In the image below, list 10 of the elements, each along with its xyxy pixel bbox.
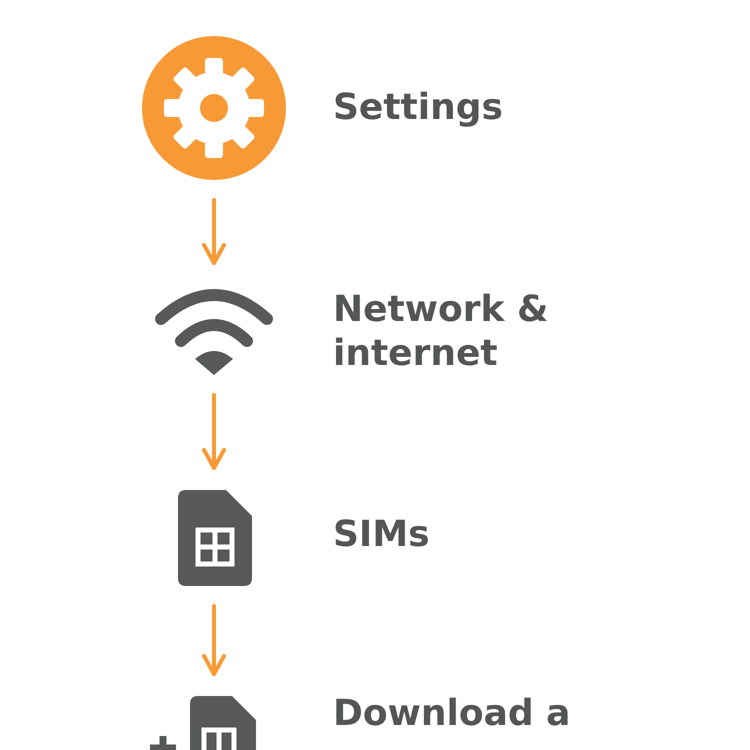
step-label: Settings <box>333 86 504 130</box>
gear-icon <box>142 36 286 180</box>
sim-card-icon <box>178 490 252 586</box>
arrow <box>202 198 226 265</box>
arrow <box>202 393 226 470</box>
arrow <box>202 604 226 676</box>
add-sim-icon <box>150 696 256 750</box>
step-label: Download a <box>333 692 572 736</box>
step-label: Network & internet <box>333 288 550 376</box>
step-label: SIMs <box>333 513 431 557</box>
